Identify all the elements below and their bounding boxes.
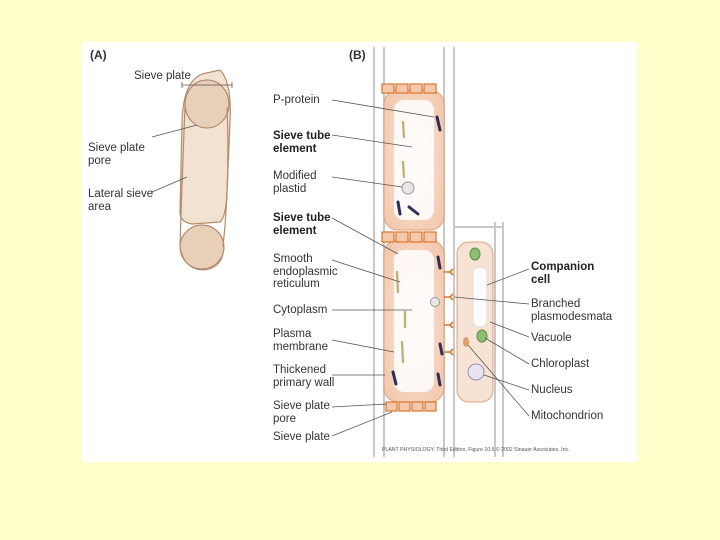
mitochondrion-shape — [463, 337, 469, 347]
sieve-plates — [381, 83, 437, 412]
label-sieve-plate-a: Sieve plate — [134, 70, 191, 82]
panel-b-label: (B) — [349, 48, 366, 62]
label-nucleus: Nucleus — [531, 384, 573, 396]
er-strands — [395, 120, 407, 364]
label-mitochondrion: Mitochondrion — [531, 410, 604, 422]
figure-credit: PLANT PHYSIOLOGY, Third Edition, Figure … — [382, 447, 570, 453]
p-protein-strands — [391, 115, 444, 387]
label-chloroplast: Chloroplast — [531, 358, 590, 370]
vacuole-shape — [472, 266, 488, 328]
nucleus-shape — [467, 363, 485, 381]
modified-plastid-shape — [401, 181, 415, 195]
label-p-protein: P-protein — [273, 94, 320, 106]
panel-a-cell — [179, 69, 231, 271]
label-cytoplasm: Cytoplasm — [273, 304, 328, 316]
branched-plasmodesmata — [444, 268, 454, 356]
chloroplast-2 — [476, 329, 488, 343]
chloroplast-1 — [469, 247, 481, 261]
figure-drawing — [151, 47, 530, 457]
panel-a-label: (A) — [90, 48, 107, 62]
label-sieve-plate-b: Sieve plate — [273, 431, 330, 443]
leader-lines — [151, 82, 530, 437]
label-vacuole: Vacuole — [531, 332, 572, 344]
sieve-plate-top-shape — [184, 79, 230, 129]
plastid-2-shape — [430, 297, 440, 307]
